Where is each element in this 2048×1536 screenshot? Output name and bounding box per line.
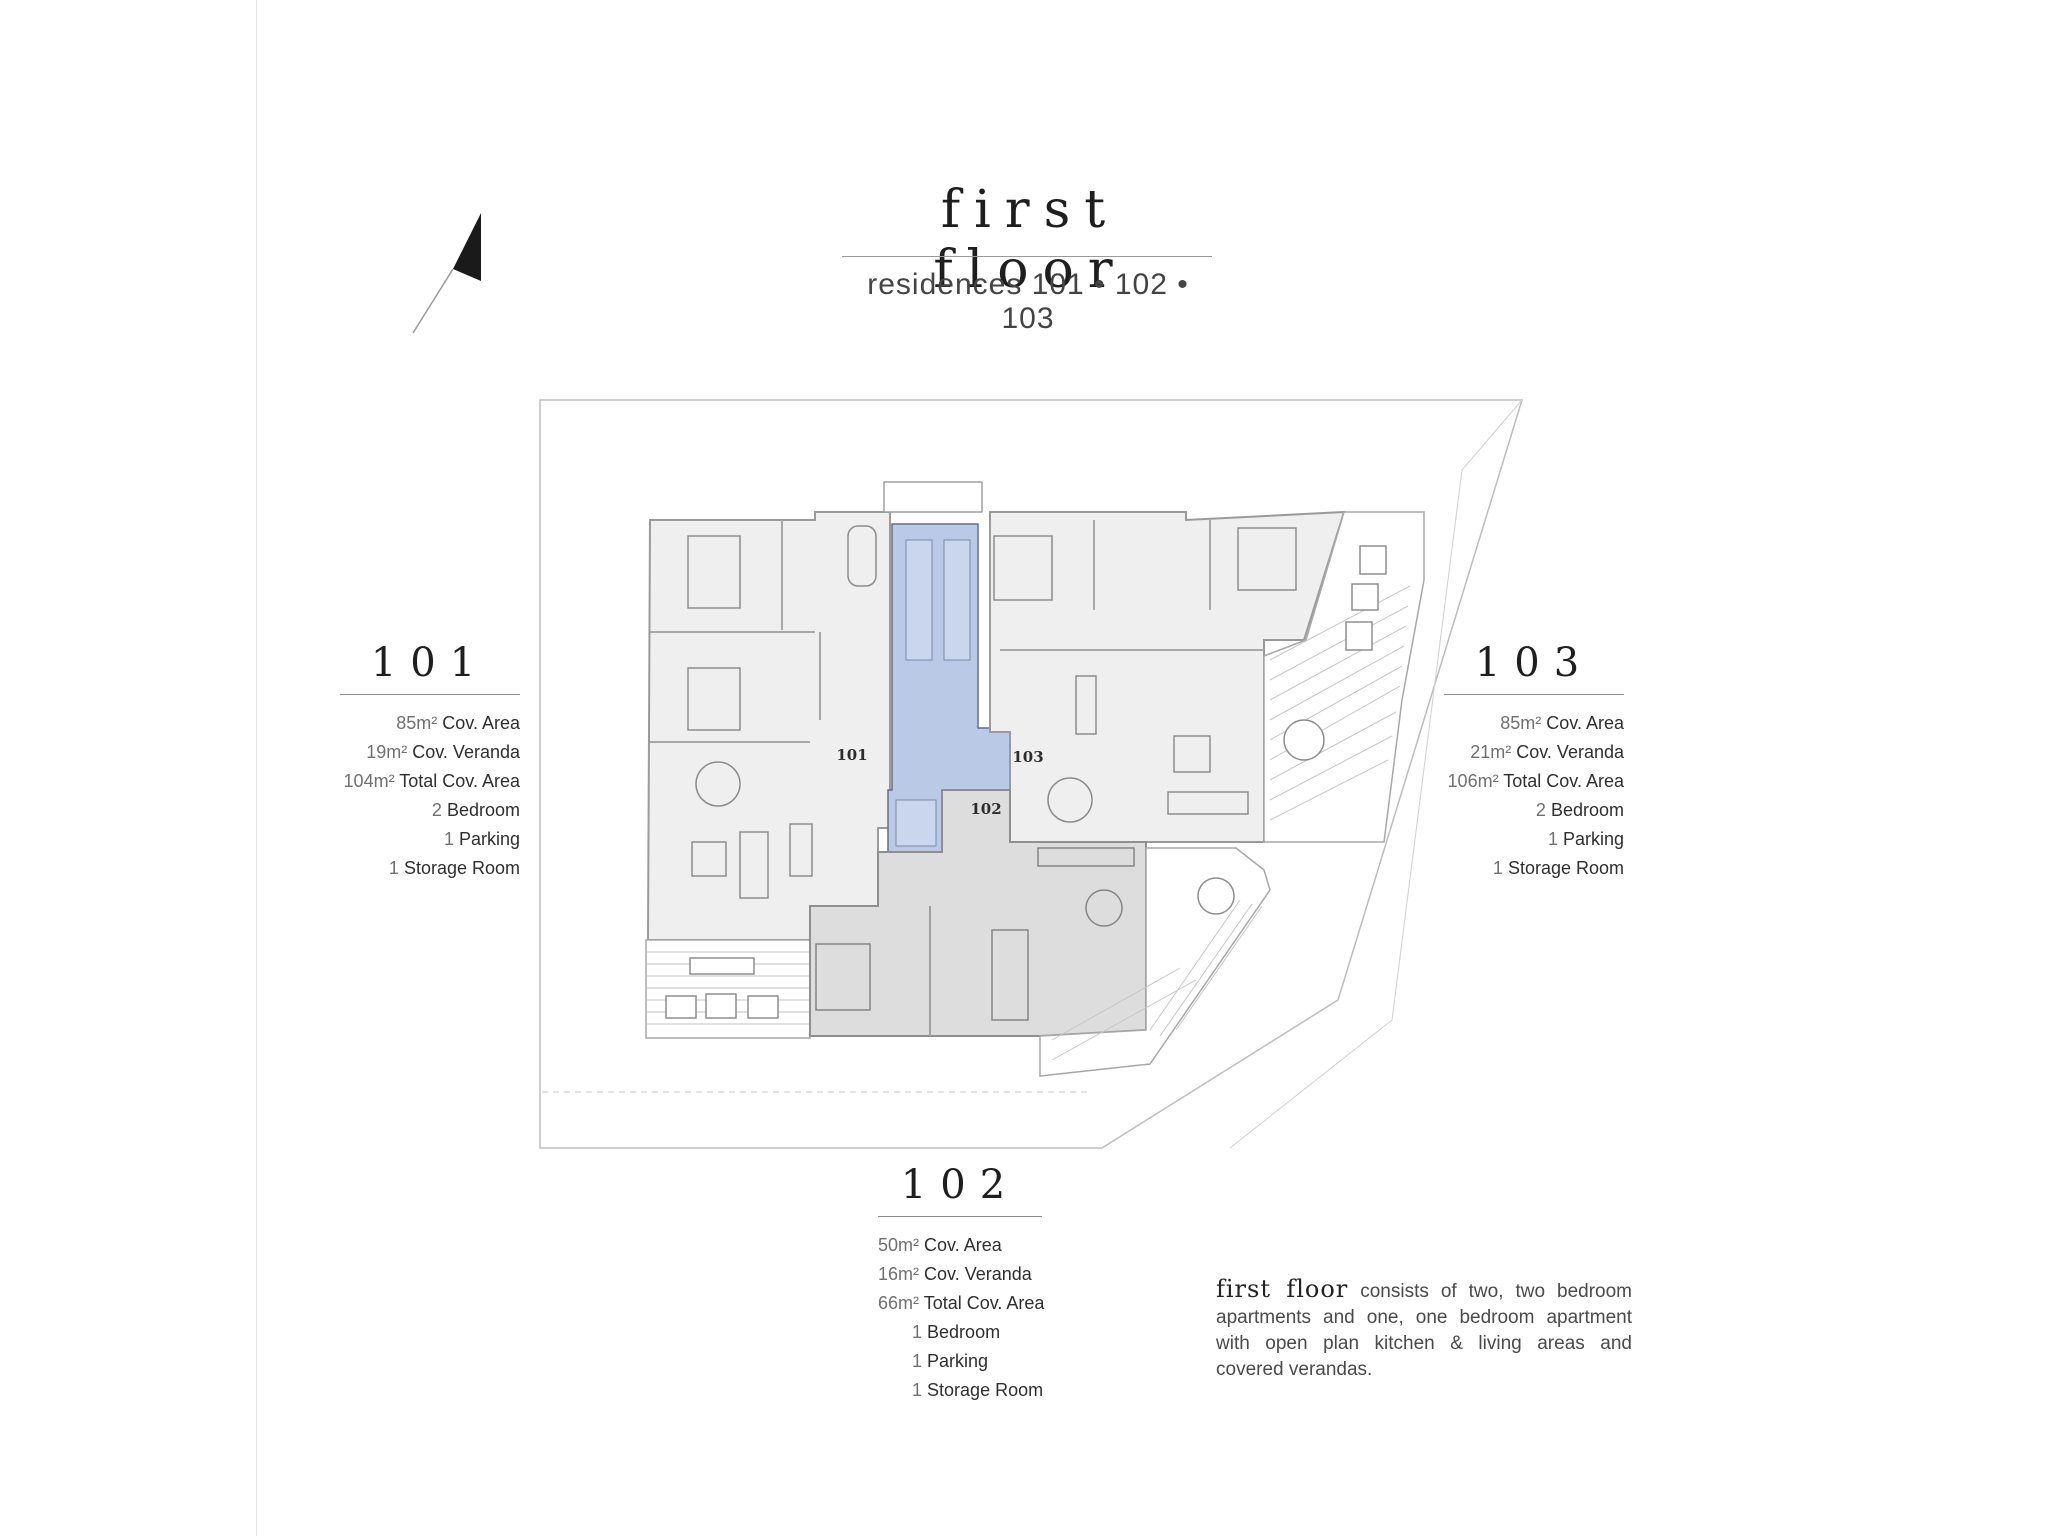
unit-102-spec-row: 1 Parking xyxy=(912,1351,989,1371)
plan-label-101: 101 xyxy=(836,746,867,764)
unit-101-area xyxy=(646,511,891,941)
plan-label-102: 102 xyxy=(970,800,1001,818)
north-arrow-icon xyxy=(412,213,481,334)
title-divider xyxy=(842,256,1212,257)
unit-103-spec-row: 1 Storage Room xyxy=(1492,858,1624,878)
unit-101-spec-row: 1 Storage Room xyxy=(388,858,520,878)
unit-103-divider xyxy=(1444,694,1624,695)
unit-101-spec-row: 104m² Total Cov. Area xyxy=(343,771,520,791)
unit-101-spec-row: 2 Bedroom xyxy=(431,800,520,820)
unit-101-spec-row: 1 Parking xyxy=(443,829,520,849)
unit-102-info: 102 50m² Cov. Area 16m² Cov. Veranda 66m… xyxy=(878,1162,1045,1405)
unit-101-spec-row: 19m² Cov. Veranda xyxy=(366,742,520,762)
unit-103-spec-row: 85m² Cov. Area xyxy=(1500,713,1624,733)
unit-102-spec-row: 1 Bedroom xyxy=(912,1322,1001,1342)
unit-101-title: 101 xyxy=(370,640,490,686)
unit-102-spec-row: 66m² Total Cov. Area xyxy=(878,1293,1045,1313)
plan-label-103: 103 xyxy=(1012,748,1043,766)
unit-102-area xyxy=(809,789,1147,1037)
unit-103-area xyxy=(989,510,1346,843)
veranda-101 xyxy=(645,939,811,1039)
floor-description: first floor consists of two, two bedroom… xyxy=(1216,1276,1632,1383)
unit-103-spec-row: 21m² Cov. Veranda xyxy=(1470,742,1624,762)
unit-102-spec-row: 16m² Cov. Veranda xyxy=(878,1264,1032,1284)
unit-101-spec-row: 85m² Cov. Area xyxy=(396,713,520,733)
unit-102-title: 102 xyxy=(900,1162,1020,1208)
description-text: consists of two, two bedroom apartments … xyxy=(1216,1281,1632,1380)
unit-102-spec-row: 50m² Cov. Area xyxy=(878,1235,1002,1255)
page-title: first floor xyxy=(933,180,1127,300)
unit-101-divider xyxy=(340,694,520,695)
unit-102-spec-row: 1 Storage Room xyxy=(912,1380,1044,1400)
unit-103-spec-row: 106m² Total Cov. Area xyxy=(1447,771,1624,791)
page-subtitle: residences 101 • 102 • 103 xyxy=(867,268,1189,335)
description-lead: first floor xyxy=(1216,1275,1349,1303)
road-line xyxy=(1229,399,1523,1149)
unit-103-title: 103 xyxy=(1474,640,1594,686)
unit-103-info: 103 85m² Cov. Area 21m² Cov. Veranda 106… xyxy=(1444,640,1624,883)
core-shaft xyxy=(883,481,983,513)
unit-102-divider xyxy=(878,1216,1042,1217)
unit-101-info: 101 85m² Cov. Area 19m² Cov. Veranda 104… xyxy=(340,640,520,883)
unit-103-spec-row: 1 Parking xyxy=(1547,829,1624,849)
page-edge-line xyxy=(256,0,257,1536)
unit-103-spec-row: 2 Bedroom xyxy=(1535,800,1624,820)
